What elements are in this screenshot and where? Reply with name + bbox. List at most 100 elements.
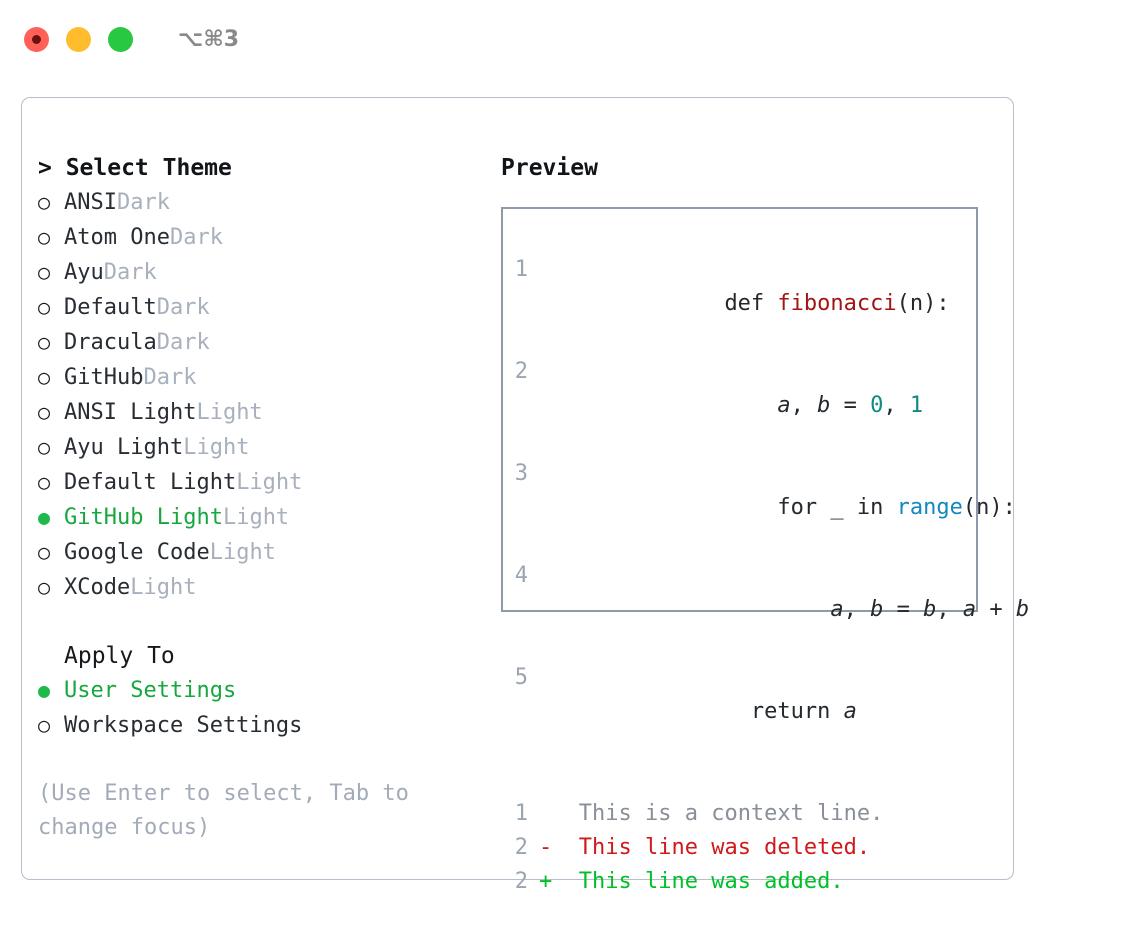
radio-icon: ○ [38,713,51,737]
theme-option-label: Default [64,295,157,320]
theme-option-default[interactable]: ○ Default Dark [38,290,488,325]
theme-option-atom-one[interactable]: ○ Atom One Dark [38,220,488,255]
code-token-function: fibonacci [777,291,897,316]
apply-to-header: Apply To [64,643,175,669]
code-token-number: 1 [909,393,924,418]
apply-to-header-row: Apply To [38,639,488,673]
code-token: for [724,495,831,520]
close-button-icon[interactable] [24,26,49,52]
apply-to-option-label: Workspace Settings [64,713,303,738]
radio-selected-icon: ● [38,678,51,702]
theme-option-github-light[interactable]: ● GitHub Light Light [38,500,488,535]
diff-text: This line was added. [552,865,844,899]
theme-option-label: XCode [64,575,131,600]
radio-icon: ○ [38,260,51,284]
diff-marker: - [539,835,553,860]
line-number: 2 [514,359,528,384]
theme-option-xcode[interactable]: ○ XCode Light [38,570,488,605]
line-number: 4 [514,563,528,588]
code-token: , [936,597,963,622]
code-line: 3 for _ in range(n): [503,457,1016,559]
line-number: 3 [514,461,528,486]
apply-to-option-list: ● User Settings ○ Workspace Settings [38,673,488,743]
code-token-var: a [843,699,857,724]
keyboard-shortcut-label: ⌥⌘3 [178,26,240,52]
line-number: 1 [514,257,528,282]
code-line: 4 a, b = b, a + b [503,559,1029,661]
theme-option-default-light[interactable]: ○ Default Light Light [38,465,488,500]
theme-option-label: Ayu Light [64,435,184,460]
zoom-button-icon[interactable] [108,26,133,52]
theme-option-google-code[interactable]: ○ Google Code Light [38,535,488,570]
code-token: in [843,495,897,520]
code-token-var: b [870,597,884,622]
code-token: = [830,393,871,418]
code-diff-spacer [503,763,976,797]
theme-option-variant: Dark [143,365,197,390]
preview-code-box: 1 def fibonacci(n): 2 a, b = 0, 1 3 [501,207,1029,894]
code-token-var: a [777,393,791,418]
apply-to-bullet-placeholder [38,639,64,673]
diff-text-value: This line was deleted. [578,835,871,860]
code-content: a, b = b, a + b [539,559,1029,661]
diff-sample: 1 This is a context line. 2 - This line … [503,797,976,899]
code-content: for _ in range(n): [539,457,1015,559]
apply-to-option-workspace-settings[interactable]: ○ Workspace Settings [38,708,488,743]
section-spacer [38,605,488,639]
theme-option-github[interactable]: ○ GitHub Dark [38,360,488,395]
minimize-button-icon[interactable] [66,26,91,52]
code-sample: 1 def fibonacci(n): 2 a, b = 0, 1 3 [503,253,1029,763]
preview-header: Preview [501,155,598,181]
hint-spacer [38,743,488,777]
code-token: def [724,291,778,316]
select-theme-header: > Select Theme [38,155,232,181]
code-line: 1 def fibonacci(n): [503,253,976,355]
title-bar: ⌥⌘3 [0,0,1140,78]
radio-icon: ○ [38,400,51,424]
radio-selected-icon: ● [38,505,51,529]
code-token: + [976,597,1016,622]
diff-line-deleted: 2 - This line was deleted. [503,831,976,865]
code-token-var: b [923,597,937,622]
line-number: 5 [514,665,528,690]
theme-option-ansi[interactable]: ○ ANSI Dark [38,185,488,220]
theme-option-variant: Light [196,400,263,425]
theme-option-dracula[interactable]: ○ Dracula Dark [38,325,488,360]
theme-option-variant: Light [209,540,276,565]
code-token: _ [830,495,844,520]
diff-line-context: 1 This is a context line. [503,797,976,831]
radio-icon: ○ [38,225,51,249]
code-token: return [724,699,844,724]
theme-option-label: GitHub Light [64,505,223,530]
theme-picker-panel: > Select Theme ○ ANSI Dark ○ Atom One Da… [38,151,488,845]
code-token [724,393,777,418]
theme-option-variant: Dark [116,190,170,215]
diff-line-added: 2 + This line was added. [503,865,976,899]
apply-to-option-user-settings[interactable]: ● User Settings [38,673,488,708]
theme-option-ayu-light[interactable]: ○ Ayu Light Light [38,430,488,465]
theme-option-variant: Light [236,470,303,495]
main-card: > Select Theme ○ ANSI Dark ○ Atom One Da… [21,97,1029,894]
radio-icon: ○ [38,190,51,214]
theme-option-list: ○ ANSI Dark ○ Atom One Dark ○ Ayu Dark ○… [38,185,488,605]
window-controls [24,26,133,52]
code-token: , [843,597,871,622]
radio-icon: ○ [38,435,51,459]
code-line: 2 a, b = 0, 1 [503,355,976,457]
theme-option-ayu[interactable]: ○ Ayu Dark [38,255,488,290]
theme-option-label: Google Code [64,540,210,565]
apply-to-option-label: User Settings [64,678,237,703]
code-token [724,597,830,622]
radio-icon: ○ [38,575,51,599]
code-token: = [883,597,924,622]
radio-icon: ○ [38,365,51,389]
code-token: , [790,393,818,418]
theme-option-variant: Dark [103,260,157,285]
code-token-var: b [817,393,831,418]
code-token: (n): [896,291,950,316]
recording-indicator-icon [32,34,41,44]
theme-option-ansi-light[interactable]: ○ ANSI Light Light [38,395,488,430]
radio-icon: ○ [38,470,51,494]
code-token-var: b [1015,597,1030,622]
